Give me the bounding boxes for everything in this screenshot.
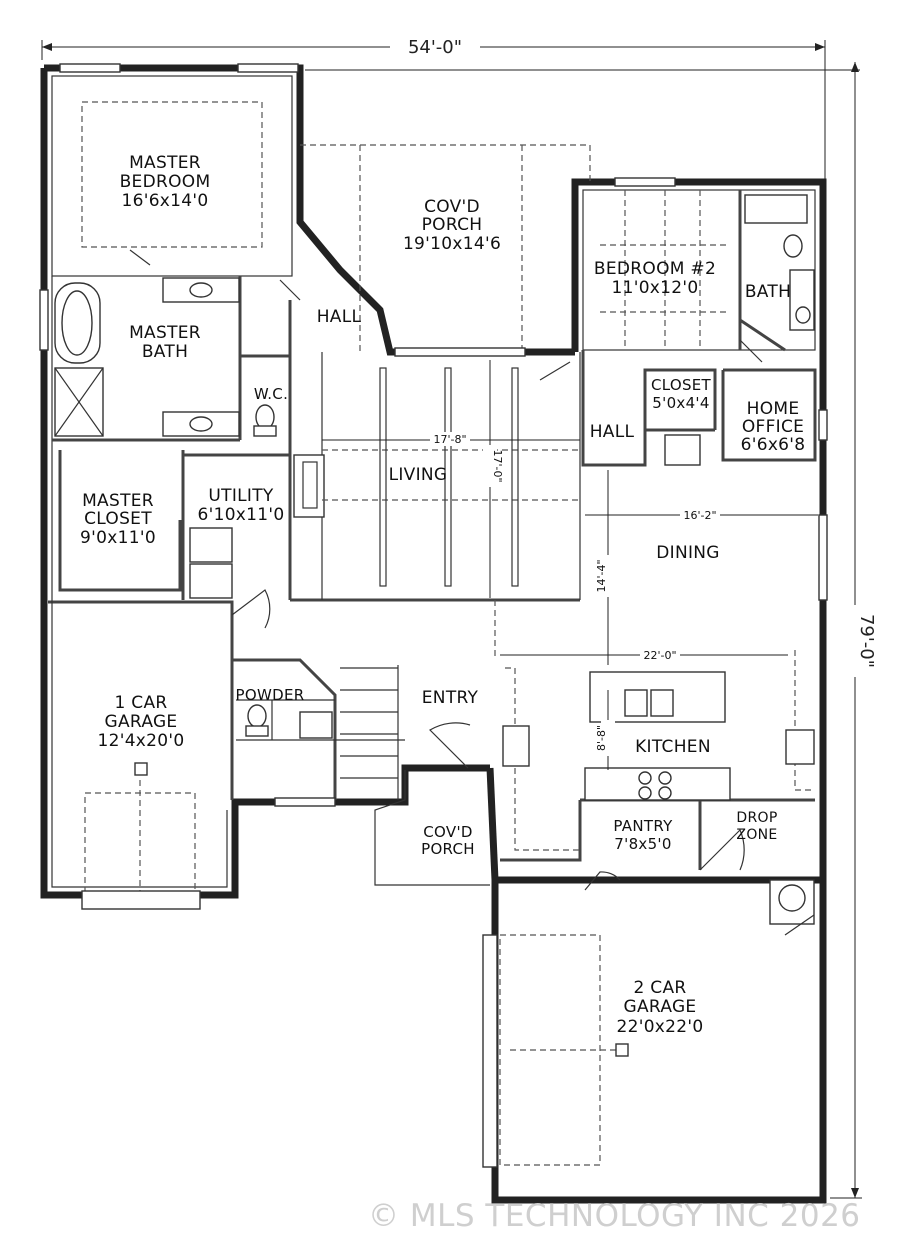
room-name: COV'D: [423, 823, 472, 841]
room-name: 1 CAR: [114, 693, 167, 713]
overall-depth-dimension: 79'-0": [830, 62, 877, 1199]
room-size: 19'10x14'6: [403, 234, 501, 254]
room-name: ZONE: [736, 827, 777, 843]
room-name: MASTER: [129, 323, 201, 343]
room-entry: ENTRY: [422, 688, 479, 708]
room-name: CLOSET: [651, 376, 712, 394]
dashed-outlines: [81, 101, 815, 1166]
room-name: CLOSET: [84, 509, 152, 529]
kitchen-width-dim: 22'-0": [643, 649, 676, 662]
interior-walls: [51, 75, 817, 888]
room-name: MASTER: [82, 491, 154, 511]
room-name: UTILITY: [208, 486, 274, 506]
room-name: PORCH: [422, 215, 483, 235]
room-closet: CLOSET 5'0x4'4: [651, 376, 712, 412]
ceiling-beams: [379, 367, 519, 587]
room-bath: BATH: [745, 282, 791, 302]
room-hall-top: HALL: [317, 307, 362, 327]
room-name: GARAGE: [105, 712, 178, 732]
dining-width-dim: 16'-2": [683, 509, 716, 522]
room-dining: DINING: [656, 543, 720, 563]
dining-depth-dim: 14'-4": [595, 559, 608, 592]
room-home-office: HOME OFFICE 6'6x6'8: [741, 399, 806, 455]
room-name: PANTRY: [613, 817, 673, 835]
overall-width-label: 54'-0": [408, 37, 462, 58]
room-name: BATH: [142, 342, 188, 362]
room-name: POWDER: [236, 686, 305, 704]
overall-width-dimension: 54'-0": [41, 36, 860, 180]
room-kitchen: KITCHEN: [635, 737, 711, 757]
room-name: W.C.: [254, 385, 288, 403]
living-depth-dim: 17'-0": [491, 449, 504, 482]
room-pantry: PANTRY 7'8x5'0: [613, 817, 673, 853]
room-master-bedroom: MASTER BEDROOM 16'6x14'0: [120, 153, 211, 211]
watermark: © MLS TECHNOLOGY INC 2026: [368, 1198, 861, 1234]
room-front-porch: COV'D PORCH: [421, 823, 475, 858]
room-name: BATH: [745, 282, 791, 302]
room-powder: POWDER: [236, 686, 305, 704]
room-name: HOME: [747, 399, 800, 419]
windows: [39, 63, 828, 1168]
room-name: BEDROOM #2: [594, 259, 716, 279]
room-name: 2 CAR: [633, 978, 686, 998]
room-name: PORCH: [421, 840, 475, 858]
room-size: 6'10x11'0: [197, 505, 284, 525]
room-drop-zone: DROP ZONE: [736, 810, 777, 843]
door-swings: [129, 249, 815, 936]
room-name: DINING: [656, 543, 720, 563]
room-bedroom-2: BEDROOM #2 11'0x12'0: [594, 259, 716, 298]
room-wc: W.C.: [254, 385, 288, 403]
room-name: ENTRY: [422, 688, 479, 708]
room-name: DROP: [736, 810, 777, 826]
kitchen-depth-dim: 8'-8": [595, 725, 608, 751]
room-name: HALL: [317, 307, 362, 327]
room-name: HALL: [590, 422, 635, 442]
room-name: LIVING: [389, 465, 448, 485]
living-width-dim: 17'-8": [433, 433, 466, 446]
room-name: MASTER: [129, 153, 201, 173]
room-size: 6'6x6'8: [741, 435, 806, 455]
room-name: BEDROOM: [120, 172, 211, 192]
room-back-porch: COV'D PORCH 19'10x14'6: [403, 197, 501, 254]
overall-depth-label: 79'-0": [856, 614, 877, 668]
room-size: 22'0x22'0: [616, 1017, 703, 1037]
room-hall-right: HALL: [590, 422, 635, 442]
room-garage-2: 2 CAR GARAGE 22'0x22'0: [616, 978, 703, 1037]
room-living: LIVING: [389, 465, 448, 485]
room-name: COV'D: [424, 197, 480, 217]
room-size: 12'4x20'0: [97, 731, 184, 751]
room-master-bath: MASTER BATH: [129, 323, 201, 362]
interior-dimensions: 17'-8" 17'-0" 16'-2" 14'-4" 22'-0" 8'-8": [322, 360, 818, 770]
room-name: KITCHEN: [635, 737, 711, 757]
room-utility: UTILITY 6'10x11'0: [197, 486, 284, 525]
room-size: 16'6x14'0: [121, 191, 208, 211]
fixtures: [54, 194, 815, 1057]
room-size: 11'0x12'0: [611, 278, 698, 298]
room-garage-1: 1 CAR GARAGE 12'4x20'0: [97, 693, 184, 751]
room-name: OFFICE: [742, 417, 804, 437]
room-size: 5'0x4'4: [652, 394, 709, 412]
room-master-closet: MASTER CLOSET 9'0x11'0: [80, 491, 156, 548]
room-size: 9'0x11'0: [80, 528, 156, 548]
room-size: 7'8x5'0: [614, 835, 671, 853]
room-name: GARAGE: [624, 997, 697, 1017]
